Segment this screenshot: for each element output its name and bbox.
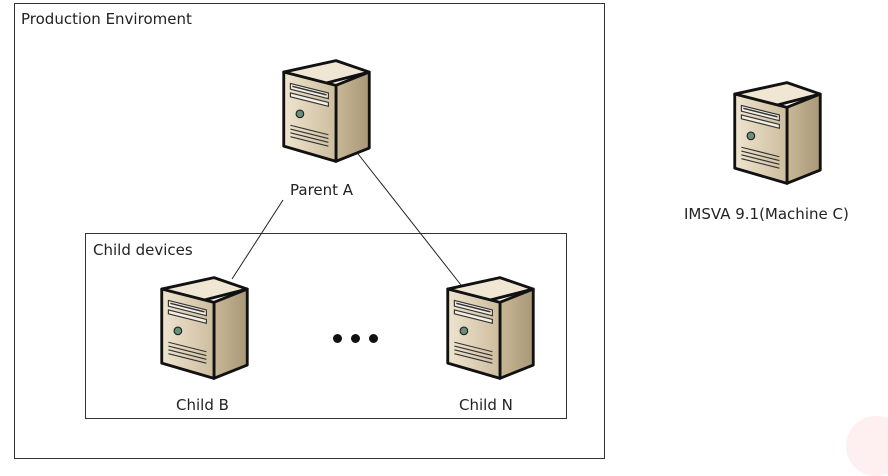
child-n-label: Child N [459,396,513,414]
server-icon [157,265,252,391]
machine-c-label: IMSVA 9.1(Machine C) [684,205,849,223]
server-icon [730,70,825,196]
server-icon [279,48,374,174]
decorative-blob [846,416,888,476]
server-icon [443,265,538,391]
parent-a-label: Parent A [290,181,354,199]
link-parent-to-child-b [231,199,284,280]
child-devices-label: Child devices [93,241,193,259]
link-parent-to-child-n [354,149,462,286]
child-b-label: Child B [176,396,229,414]
production-environment-frame: Production Enviroment [14,3,605,459]
ellipsis-icon [333,334,378,343]
production-environment-label: Production Enviroment [21,10,192,28]
child-devices-frame: Child devices [85,233,567,419]
